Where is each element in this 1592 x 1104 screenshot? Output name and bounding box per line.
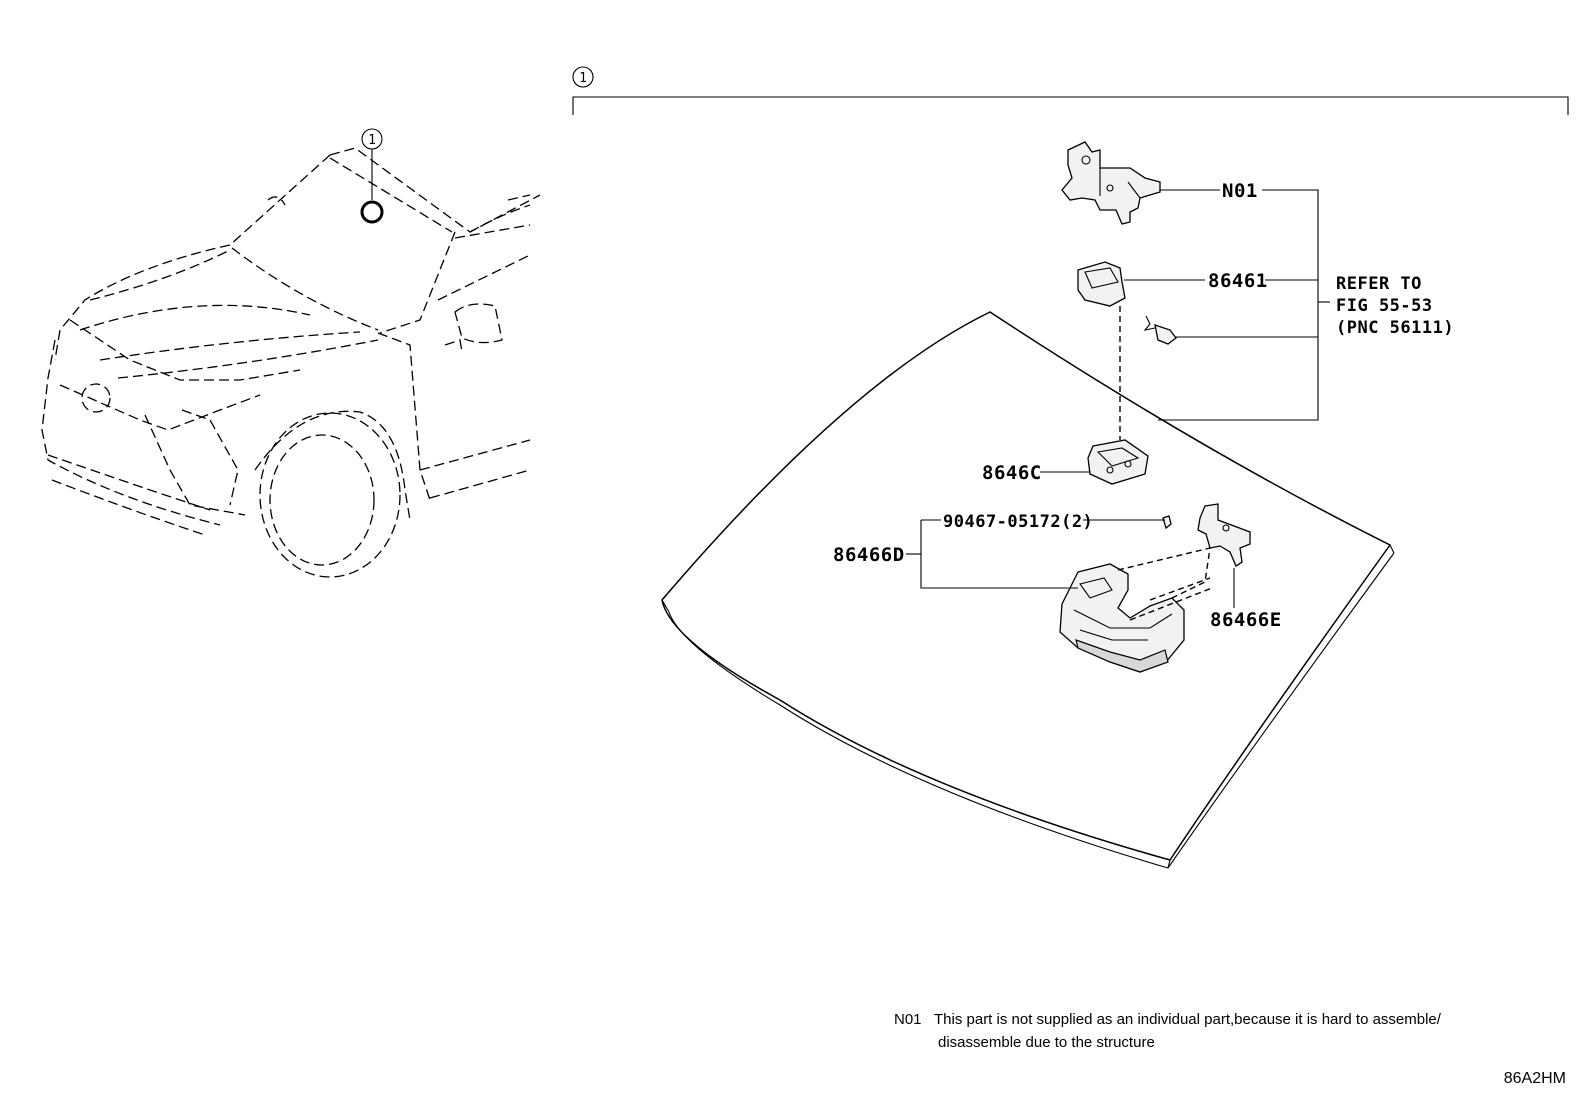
note-line-1: This part is not supplied as an individu… [934, 1011, 1442, 1028]
label-86466d: 86466D [833, 544, 905, 566]
refer-line-2: FIG 55-53 [1336, 296, 1433, 316]
part-86466d-cover [1059, 563, 1185, 673]
label-86466e: 86466E [1210, 609, 1282, 631]
vehicle-overview [41, 147, 541, 578]
label-86461: 86461 [1208, 270, 1268, 292]
note-line-2: disassemble due to the structure [938, 1034, 1155, 1051]
overview-callout: 1 [360, 128, 384, 224]
part-90467-screw [1162, 515, 1172, 530]
note-code: N01 [894, 1011, 922, 1028]
leader-lines [906, 189, 1330, 608]
windshield-glass [661, 311, 1395, 869]
camera-location-marker [360, 200, 384, 224]
label-8646c: 8646C [982, 462, 1042, 484]
label-90467-05172: 90467-05172(2) [943, 512, 1093, 532]
part-86461-cover [1077, 261, 1126, 307]
assembly-guides [1117, 306, 1213, 621]
refer-line-3: (PNC 56111) [1336, 318, 1454, 338]
part-86466e-mount [1197, 503, 1251, 567]
part-8646c-camera [1087, 439, 1149, 485]
figure-code: 86A2HM [1504, 1070, 1566, 1087]
footnote: N01 This part is not supplied as an indi… [894, 1011, 1442, 1051]
overview-callout-number: 1 [368, 133, 376, 148]
assembly-bracket: 1 [572, 66, 1569, 115]
part-refer-clip [1143, 315, 1177, 345]
part-labels: N01 86461 8646C 90467-05172(2) 86466D 86… [833, 180, 1454, 631]
assembly-callout-number: 1 [579, 71, 587, 86]
refer-line-1: REFER TO [1336, 274, 1422, 294]
label-n01: N01 [1222, 180, 1258, 202]
part-n01-bracket [1061, 141, 1161, 225]
